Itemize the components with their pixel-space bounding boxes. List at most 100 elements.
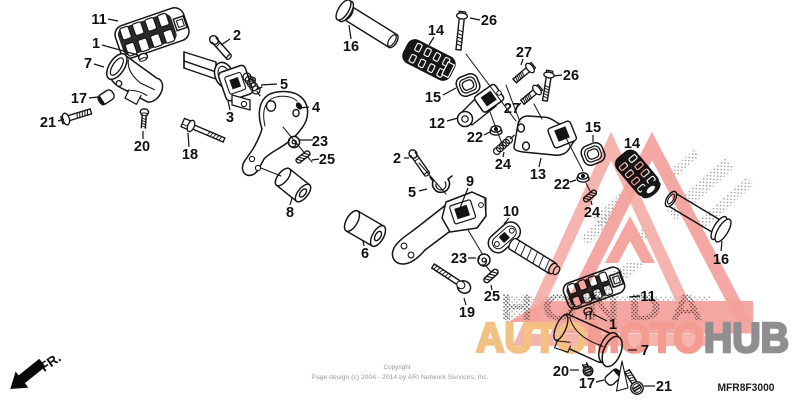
callout-27[interactable]: 27 [504, 101, 522, 117]
part-drawing-13 [513, 115, 578, 156]
callout-number[interactable]: 21 [656, 379, 672, 395]
part-drawing-15-top [455, 72, 481, 98]
callout-number[interactable]: 2 [233, 28, 241, 44]
callout-1[interactable]: 1 [92, 36, 139, 56]
callout-number[interactable]: 24 [495, 157, 511, 173]
callout-10[interactable]: 10 [503, 204, 519, 225]
callout-15[interactable]: 15 [585, 120, 601, 142]
callout-4[interactable]: 4 [298, 100, 320, 116]
callout-number[interactable]: 20 [134, 139, 150, 155]
callout-number[interactable]: 1 [92, 36, 100, 52]
callout-number[interactable]: 17 [579, 376, 595, 392]
callout-22[interactable]: 22 [554, 177, 577, 193]
callout-25[interactable]: 25 [484, 284, 500, 305]
callout-2[interactable]: 2 [393, 151, 409, 167]
part-drawing-26-b [541, 69, 555, 102]
callout-number[interactable]: 27 [504, 101, 520, 117]
part-drawing-17-left [97, 89, 115, 106]
callout-6[interactable]: 6 [361, 240, 369, 262]
callout-number[interactable]: 5 [408, 185, 416, 201]
callout-number[interactable]: 5 [280, 77, 288, 93]
callout-15[interactable]: 15 [425, 87, 457, 106]
callout-26[interactable]: 26 [469, 13, 497, 29]
part-drawing-27-b [520, 83, 544, 105]
callout-12[interactable]: 12 [429, 116, 459, 132]
callout-20[interactable]: 20 [553, 364, 579, 380]
part-drawing-20-b [581, 362, 594, 377]
callout-13[interactable]: 13 [530, 157, 546, 183]
brand-moto: MOTO [587, 314, 704, 361]
callout-18[interactable]: 18 [182, 132, 198, 163]
callout-9[interactable]: 9 [457, 174, 474, 214]
front-direction-arrow: FR. [10, 350, 64, 390]
part-drawing-1-left-screw [137, 52, 149, 62]
callout-number[interactable]: 7 [641, 343, 649, 359]
callout-16[interactable]: 16 [343, 24, 359, 55]
callout-number[interactable]: 18 [182, 147, 198, 163]
callout-number[interactable]: 26 [481, 13, 497, 29]
callout-21[interactable]: 21 [40, 115, 65, 131]
callout-24[interactable]: 24 [495, 151, 511, 173]
callout-number[interactable]: 16 [343, 39, 359, 55]
callout-14[interactable]: 14 [428, 23, 444, 46]
callout-number[interactable]: 25 [319, 152, 335, 168]
callout-number[interactable]: 17 [71, 91, 87, 107]
callout-number[interactable]: 25 [484, 289, 500, 305]
callout-14[interactable]: 14 [624, 136, 640, 155]
part-drawing-26-top [455, 10, 469, 51]
callout-number[interactable]: 14 [428, 23, 444, 39]
callout-5[interactable]: 5 [408, 185, 428, 201]
callout-23[interactable]: 23 [300, 134, 328, 150]
callout-number[interactable]: 8 [286, 205, 294, 221]
part-drawing-22-b [576, 172, 590, 183]
part-drawing-19 [430, 263, 472, 294]
callout-number[interactable]: 23 [312, 134, 328, 150]
callout-26[interactable]: 26 [553, 68, 579, 84]
callout-number[interactable]: 2 [393, 151, 401, 167]
callout-number[interactable]: 4 [312, 100, 320, 116]
callout-number[interactable]: 7 [84, 56, 92, 72]
callout-number[interactable]: 20 [553, 364, 569, 380]
callout-11[interactable]: 11 [91, 12, 119, 28]
callout-number[interactable]: 15 [425, 90, 441, 106]
callout-number[interactable]: 21 [40, 115, 56, 131]
callout-5[interactable]: 5 [260, 77, 288, 93]
callout-20[interactable]: 20 [134, 131, 150, 155]
callout-23[interactable]: 23 [451, 251, 476, 267]
callout-22[interactable]: 22 [467, 130, 491, 146]
callout-number[interactable]: 14 [624, 136, 640, 152]
callout-number[interactable]: 15 [585, 120, 601, 136]
callout-number[interactable]: 13 [530, 167, 546, 183]
callout-3[interactable]: 3 [226, 100, 234, 126]
part-drawing-2-b [408, 149, 431, 177]
callout-7[interactable]: 7 [84, 56, 105, 72]
part-drawing-21-left [60, 108, 93, 126]
callout-number[interactable]: 3 [226, 110, 234, 126]
callout-number[interactable]: 11 [91, 12, 106, 28]
callout-number[interactable]: 6 [361, 246, 369, 262]
callout-number[interactable]: 19 [459, 305, 475, 321]
callout-7[interactable]: 7 [628, 343, 649, 359]
callout-2[interactable]: 2 [220, 28, 241, 46]
callout-8[interactable]: 8 [286, 197, 294, 221]
callout-number[interactable]: 12 [429, 116, 445, 132]
callout-27[interactable]: 27 [516, 45, 532, 66]
callout-number[interactable]: 10 [503, 204, 519, 220]
part-drawing-5-left [242, 72, 263, 97]
callout-number[interactable]: 23 [451, 251, 467, 267]
callout-number[interactable]: 22 [467, 130, 483, 146]
callout-number[interactable]: 22 [554, 177, 570, 193]
callout-19[interactable]: 19 [459, 297, 475, 321]
callout-25[interactable]: 25 [311, 152, 335, 168]
part-drawing-17-b [604, 368, 623, 386]
callout-number[interactable]: 26 [563, 68, 579, 84]
callout-17[interactable]: 17 [579, 376, 605, 392]
callout-17[interactable]: 17 [71, 91, 99, 107]
part-drawing-25-b [483, 268, 499, 284]
footer: Copyright Page design (c) 2004 - 2014 by… [311, 364, 774, 394]
callout-number[interactable]: 27 [516, 45, 532, 61]
callout-21[interactable]: 21 [644, 379, 672, 395]
callout-number[interactable]: 9 [466, 174, 474, 190]
